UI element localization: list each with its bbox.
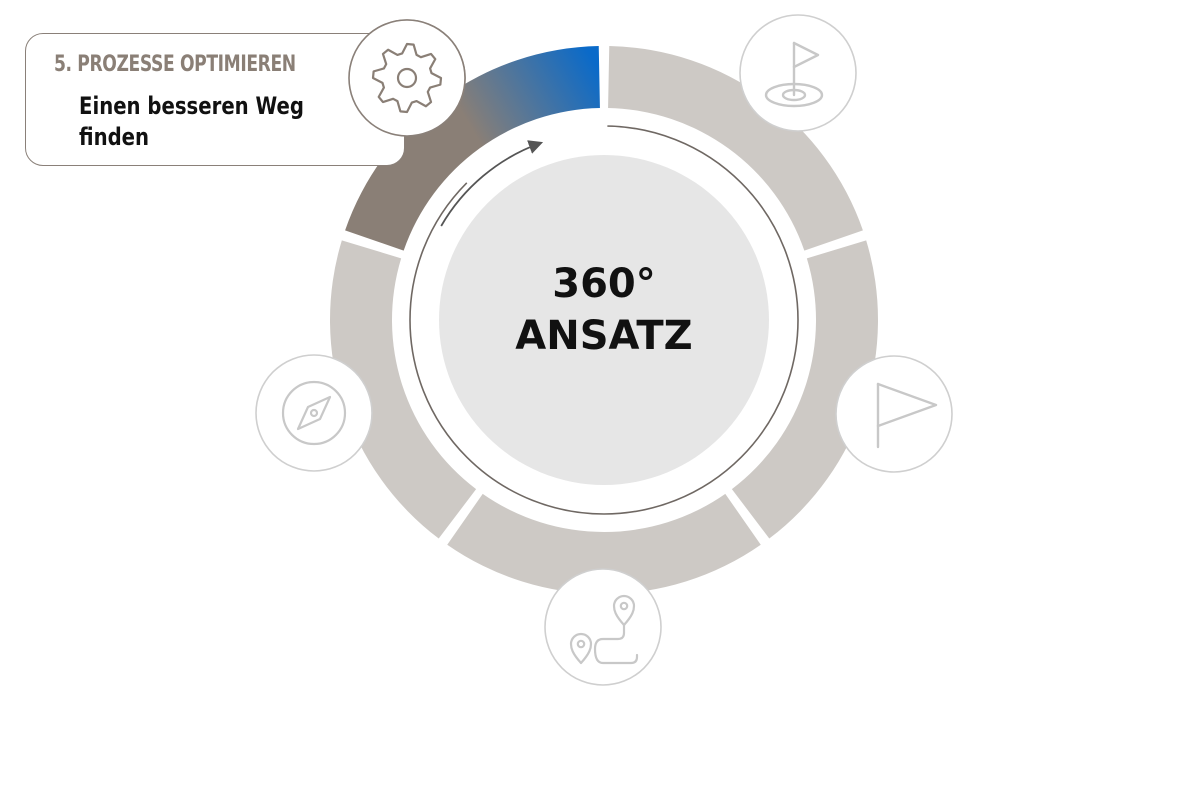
direction-arrow bbox=[440, 140, 544, 227]
step-orientation[interactable] bbox=[255, 354, 373, 472]
flag-icon bbox=[876, 382, 938, 449]
step-finish[interactable] bbox=[835, 355, 953, 473]
step-goal[interactable] bbox=[739, 14, 857, 132]
center-title-line2: ANSATZ bbox=[515, 313, 693, 359]
ring-gap bbox=[464, 123, 608, 185]
compass-icon bbox=[281, 380, 347, 446]
center-title-line1: 360° bbox=[552, 261, 656, 307]
ring-segments bbox=[329, 46, 878, 594]
step-description: Einen besseren Weg finden bbox=[79, 92, 304, 151]
golf-flag-target-icon bbox=[764, 41, 824, 108]
step-route[interactable] bbox=[544, 568, 662, 686]
ring-segment-finish bbox=[731, 240, 878, 539]
center-title: 360° ANSATZ bbox=[440, 258, 768, 362]
center-disc bbox=[439, 155, 769, 485]
step-callout: 5. PROZESSE OPTIMIEREN Einen besseren We… bbox=[25, 33, 405, 166]
ring-segment-route bbox=[447, 493, 761, 594]
ring-segment-goal bbox=[608, 46, 863, 251]
ring-segment-optimize bbox=[345, 46, 600, 251]
ring-segment-orientation bbox=[329, 240, 477, 539]
step-label: 5. PROZESSE OPTIMIEREN bbox=[54, 52, 296, 77]
route-pins-icon bbox=[569, 594, 639, 665]
